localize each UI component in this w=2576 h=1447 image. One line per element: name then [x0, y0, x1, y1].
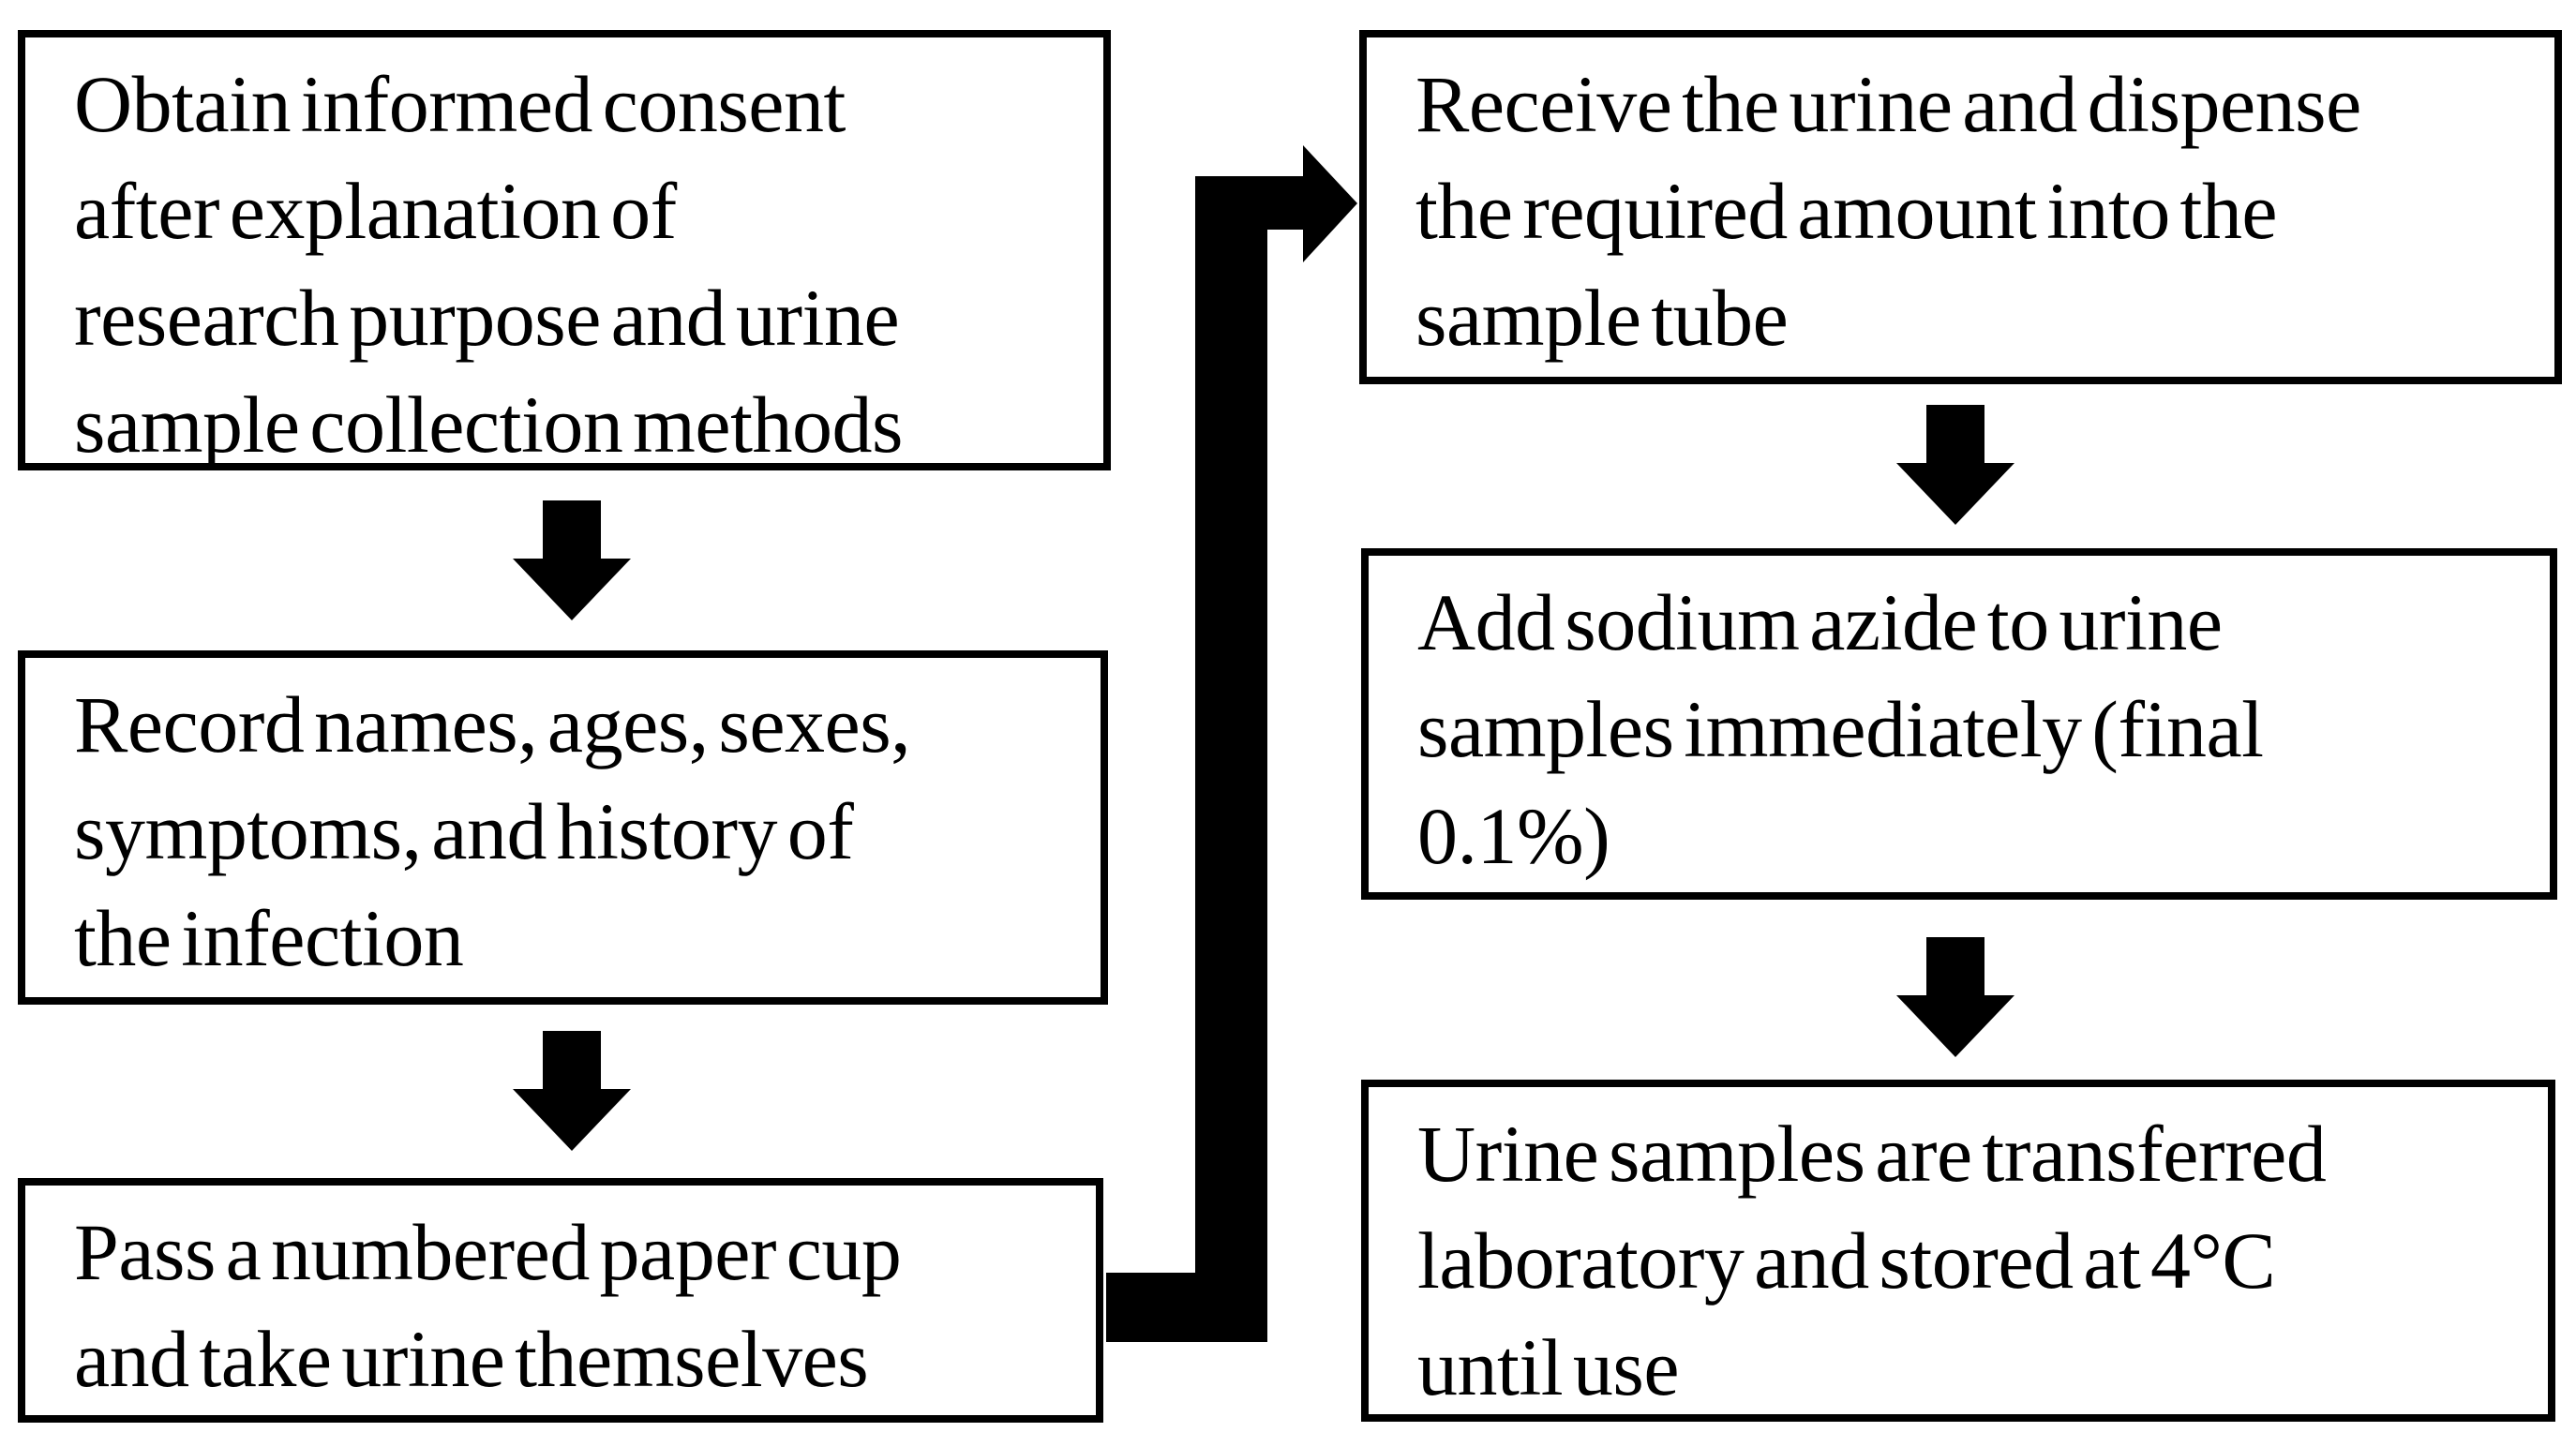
flow-step-line: symptoms, and history of [74, 786, 854, 876]
flow-step-line: until use [1417, 1322, 1680, 1412]
down-arrow-icon [513, 500, 631, 620]
flow-step-line: 0.1%) [1417, 791, 1610, 881]
flow-step-box-consent: Obtain informed consent after explanatio… [18, 30, 1111, 470]
flow-step-line: after explanation of [74, 166, 677, 256]
flow-step-box-sodium-azide: Add sodium azide to urine samples immedi… [1361, 548, 2557, 900]
flow-step-line: sample tube [1415, 273, 1789, 363]
flow-step-line: Receive the urine and dispense [1415, 59, 2361, 149]
elbow-connector-arrow-icon [1106, 145, 1357, 1342]
flow-step-box-receive-urine: Receive the urine and dispense the requi… [1359, 30, 2562, 384]
flow-step-box-record: Record names, ages, sexes, symptoms, and… [18, 650, 1108, 1005]
flow-step-box-paper-cup: Pass a numbered paper cup and take urine… [18, 1178, 1103, 1423]
flow-step-line: Record names, ages, sexes, [74, 679, 911, 769]
flow-step-line: and take urine themselves [74, 1314, 869, 1404]
flow-step-line: Pass a numbered paper cup [74, 1207, 902, 1297]
down-arrow-icon [1896, 405, 2014, 525]
flow-step-box-storage: Urine samples are transferred laboratory… [1361, 1080, 2555, 1422]
flow-step-line: sample collection methods [74, 380, 903, 470]
flow-step-line: the infection [74, 893, 464, 983]
flow-step-line: Add sodium azide to urine [1417, 577, 2223, 667]
flow-step-line: the required amount into the [1415, 166, 2278, 256]
down-arrow-icon [1896, 937, 2014, 1057]
flow-step-line: Urine samples are transferred [1417, 1109, 2327, 1199]
flow-step-line: Obtain informed consent [74, 59, 846, 149]
flow-step-line: laboratory and stored at 4°C [1417, 1216, 2276, 1305]
flow-step-line: samples immediately (final [1417, 684, 2264, 774]
flow-step-line: research purpose and urine [74, 273, 900, 363]
down-arrow-icon [513, 1031, 631, 1151]
